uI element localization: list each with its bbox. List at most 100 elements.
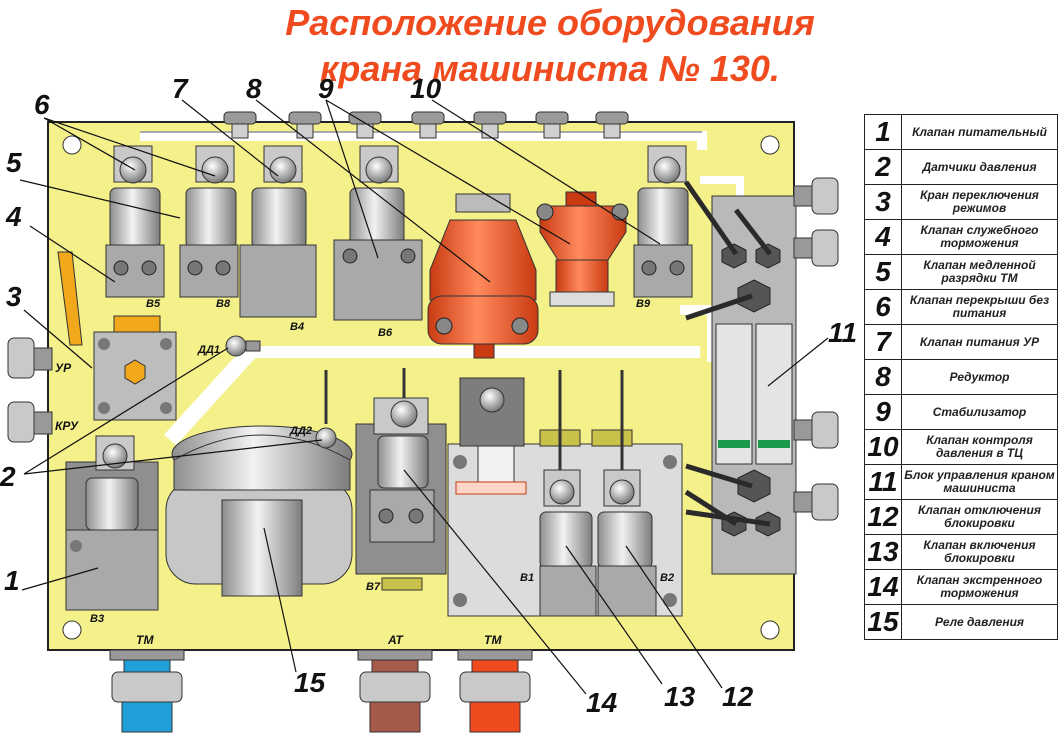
port-tm-pipe-2: [457, 649, 533, 733]
tag-b1: В1: [520, 572, 534, 584]
legend-number: 10: [864, 429, 902, 465]
tag-b6: В6: [378, 327, 393, 339]
legend-text: Клапан отключения блокировки: [901, 499, 1058, 535]
tag-b3: В3: [90, 613, 104, 625]
tag-b5: В5: [146, 298, 161, 310]
port-at-pipe: [357, 649, 433, 733]
tag-b2: В2: [660, 572, 674, 584]
tag-b9: В9: [636, 298, 651, 310]
callout-2: 2: [0, 461, 16, 492]
legend-number: 8: [864, 359, 902, 395]
sensor-dd2: [315, 370, 337, 449]
valve-b2-block-off: [597, 370, 657, 617]
valve-b8: [179, 145, 239, 298]
callout-3: 3: [6, 281, 22, 312]
callout-5: 5: [6, 147, 22, 178]
tag-tm-1: ТМ: [136, 633, 154, 647]
legend-text: Клапан контроля давления в ТЦ: [901, 429, 1058, 465]
callout-14: 14: [586, 687, 618, 718]
right-fittings: [793, 177, 839, 521]
port-ur-fitting: [7, 337, 53, 379]
legend-text: Блок управления краном машиниста: [901, 464, 1058, 500]
legend-text: Реле давления: [901, 604, 1058, 640]
legend-number: 6: [864, 289, 902, 325]
legend-number: 3: [864, 184, 902, 220]
title-line-1: Расположение оборудования: [285, 2, 815, 43]
callout-15: 15: [294, 667, 326, 698]
reducer: [427, 193, 539, 359]
mount-hole: [62, 135, 82, 155]
legend-text: Редуктор: [901, 359, 1058, 395]
callout-7: 7: [172, 73, 189, 104]
tag-dd2: ДД2: [289, 425, 312, 437]
legend-text: Клапан экстренного торможения: [901, 569, 1058, 605]
tag-kru: КРУ: [55, 419, 79, 433]
legend-text: Стабилизатор: [901, 394, 1058, 430]
mount-hole: [760, 135, 780, 155]
callout-12: 12: [722, 681, 754, 712]
legend-text: Клапан питательный: [901, 114, 1058, 150]
mount-hole: [760, 620, 780, 640]
legend-number: 13: [864, 534, 902, 570]
control-unit: [711, 195, 797, 575]
tag-at: АТ: [387, 633, 404, 647]
legend-number: 4: [864, 219, 902, 255]
legend-number: 7: [864, 324, 902, 360]
legend-number: 11: [864, 464, 902, 500]
leader-lines: [19, 99, 829, 695]
valve-b3-feed: [65, 435, 159, 611]
tag-b8: В8: [216, 298, 231, 310]
diagram-title: Расположение оборудования крана машинист…: [200, 0, 900, 92]
legend-number: 1: [864, 114, 902, 150]
tag-tm-2: ТМ: [484, 633, 502, 647]
title-line-2: крана машиниста № 130.: [320, 48, 780, 89]
control-cables: [683, 180, 772, 527]
legend-text: Клапан медленной разрядки ТМ: [901, 254, 1058, 290]
valve-b4: [239, 145, 317, 318]
legend-number: 5: [864, 254, 902, 290]
valve-b9: [633, 145, 693, 298]
legend-number: 2: [864, 149, 902, 185]
mount-hole: [62, 620, 82, 640]
legend-text: Клапан служебного торможения: [901, 219, 1058, 255]
callout-11: 11: [828, 317, 857, 348]
port-kru-fitting: [7, 401, 53, 443]
valve-b6: [333, 145, 423, 321]
callout-9: 9: [318, 73, 334, 104]
legend-text: Клапан перекрыши без питания: [901, 289, 1058, 325]
legend-text: Клапан питания УР: [901, 324, 1058, 360]
callout-6: 6: [34, 89, 50, 120]
callout-13: 13: [664, 681, 696, 712]
tc-pressure-valve: [536, 191, 629, 307]
valve-b1-block-on: [539, 370, 597, 617]
legend-number: 14: [864, 569, 902, 605]
pipe-diagonal: [164, 346, 256, 446]
pressure-relay: [165, 425, 353, 597]
callout-4: 4: [5, 201, 22, 232]
legend-text: Клапан включения блокировки: [901, 534, 1058, 570]
tag-b7: В7: [366, 581, 381, 593]
tag-dd1: ДД1: [197, 344, 220, 356]
port-tm-pipe-1: [109, 649, 185, 733]
legend-number: 12: [864, 499, 902, 535]
callout-1: 1: [4, 565, 20, 596]
legend-text: Кран переключения режимов: [901, 184, 1058, 220]
callout-8: 8: [246, 73, 262, 104]
legend-number: 15: [864, 604, 902, 640]
